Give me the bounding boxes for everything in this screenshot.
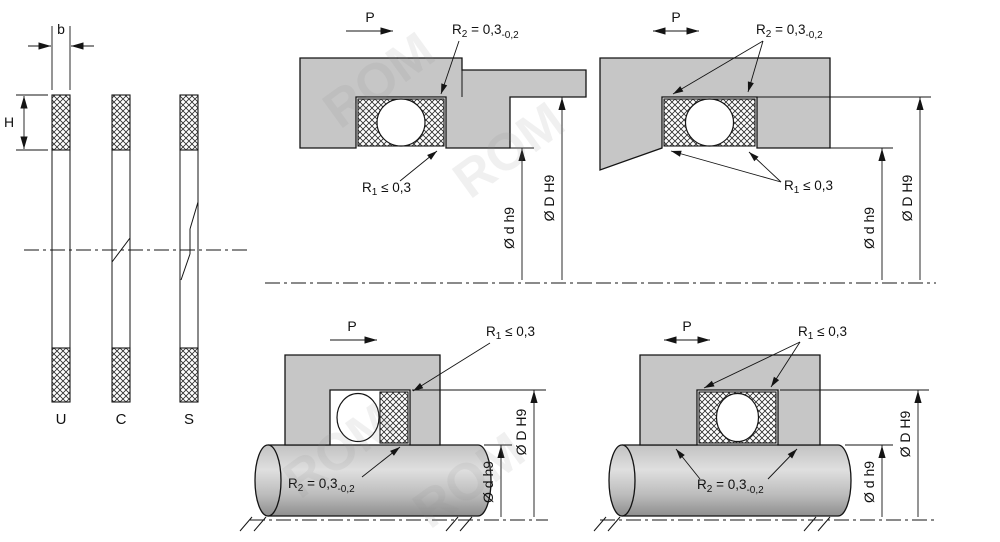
seal-profile-section: b H U C <box>4 21 248 428</box>
ring-section-hatch <box>179 94 199 151</box>
leader-line <box>747 40 764 93</box>
r1-annotation: R1 ≤ 0,3 <box>798 324 847 342</box>
leader-line <box>675 448 701 480</box>
dim-b-label: b <box>57 21 65 37</box>
step-cut-line <box>180 253 191 281</box>
r1-annotation: R1 ≤ 0,3 <box>784 178 833 196</box>
ring-profile-c: C <box>111 94 131 428</box>
leader-line <box>748 151 782 183</box>
leader-line <box>361 446 401 478</box>
diagram-bottom-left: P R1 ≤ 0,3 R2 = 0,3-0,2 Ø d h9 Ø D H9 <box>239 318 548 532</box>
seal-ring-section <box>379 391 409 444</box>
leader-line <box>703 341 801 389</box>
dim-h-label: H <box>4 114 14 130</box>
r1-annotation: R1 ≤ 0,3 <box>362 180 411 198</box>
pressure-label: P <box>365 9 374 25</box>
ground-hatch <box>239 516 473 532</box>
ring-section-hatch <box>179 347 199 403</box>
leader-line <box>440 40 460 95</box>
leader-line <box>670 150 782 183</box>
rod-end-face <box>254 444 282 517</box>
pressure-label: P <box>347 318 356 334</box>
pressure-label: P <box>671 9 680 25</box>
dim-bore-label: Ø D H9 <box>541 174 557 221</box>
ring-section-hatch <box>51 94 71 151</box>
ring-type-label-c: C <box>116 411 127 428</box>
rod-end-arc <box>477 444 492 517</box>
dimension-b: b <box>28 21 94 90</box>
ring-section-hatch <box>51 347 71 403</box>
r2-annotation: R2 = 0,3-0,2 <box>288 476 355 495</box>
leader-line <box>399 150 438 182</box>
dim-rod-label: Ø d h9 <box>480 461 496 503</box>
r1-annotation: R1 ≤ 0,3 <box>486 324 535 342</box>
housing-section <box>284 354 441 446</box>
rod-end-face <box>608 444 636 517</box>
dim-bore-label: Ø D H9 <box>897 410 913 457</box>
o-ring <box>684 98 735 147</box>
o-ring <box>715 392 760 443</box>
leader-line <box>767 448 798 480</box>
ring-profile-u: U <box>51 94 71 428</box>
ring-type-label-s: S <box>184 411 194 428</box>
ring-section-hatch <box>111 347 131 403</box>
ring-section-hatch <box>111 94 131 151</box>
r2-annotation: R2 = 0,3-0,2 <box>756 22 823 41</box>
leader-line <box>672 40 764 95</box>
leader-line <box>412 342 491 392</box>
diagram-top-left: P R2 = 0,3-0,2 R1 ≤ 0,3 Ø d h9 Ø D H9 <box>265 9 592 284</box>
rod-body <box>268 445 492 516</box>
rod-end-arc <box>837 444 852 517</box>
dim-rod-label: Ø d h9 <box>861 461 877 503</box>
dim-rod-label: Ø d h9 <box>501 207 517 249</box>
rod-body <box>622 445 851 516</box>
diagram-top-right: P R2 = 0,3-0,2 R1 ≤ 0,3 Ø d h9 Ø D H9 <box>596 9 936 284</box>
diagram-bottom-right: P R1 ≤ 0,3 R2 = 0,3-0,2 Ø d h9 Ø D H9 <box>593 318 934 532</box>
ring-profile-s: S <box>179 94 199 428</box>
r2-annotation: R2 = 0,3-0,2 <box>452 22 519 41</box>
dim-bore-label: Ø D H9 <box>899 174 915 221</box>
dim-rod-label: Ø d h9 <box>861 207 877 249</box>
pressure-label: P <box>682 318 691 334</box>
step-cut-line <box>189 201 199 230</box>
dim-bore-label: Ø D H9 <box>513 408 529 455</box>
o-ring <box>376 98 426 147</box>
dimension-h: H <box>4 94 48 151</box>
ring-type-label-u: U <box>56 411 67 428</box>
ground-hatch <box>593 516 831 532</box>
leader-line <box>770 341 801 388</box>
r2-annotation: R2 = 0,3-0,2 <box>697 477 764 496</box>
o-ring <box>336 392 380 443</box>
